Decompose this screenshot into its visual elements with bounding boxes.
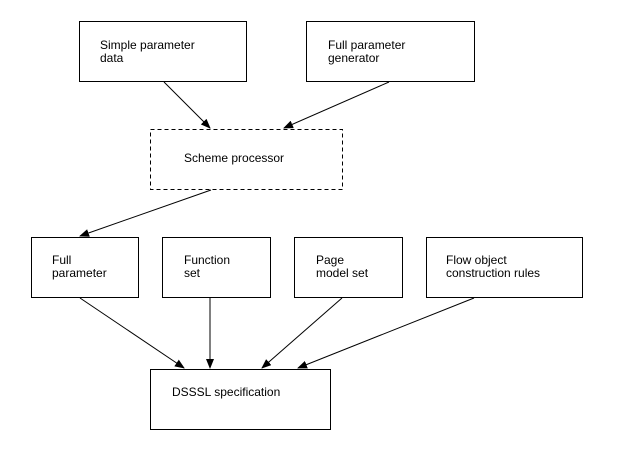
node-label-function-set-line-1: Function — [184, 253, 230, 267]
node-label-full-parameter-line-2: parameter — [52, 266, 107, 280]
node-box-scheme-processor — [150, 129, 343, 190]
node-label-flow-object-construction-rules-line-2: construction rules — [446, 266, 540, 280]
node-box-dsssl-specification — [150, 369, 331, 430]
node-box-full-parameter — [31, 237, 139, 298]
node-box-function-set — [162, 237, 271, 298]
node-label-flow-object-construction-rules-line-1: Flow object — [446, 253, 507, 267]
arrow-full-parameter-generator-to-scheme-processor — [283, 81, 390, 129]
arrow-flow-object-construction-rules-to-dsssl-specification — [297, 297, 475, 369]
arrow-simple-parameter-data-to-scheme-processor — [163, 81, 211, 129]
node-label-full-parameter-generator-line-2: generator — [328, 51, 379, 65]
node-label-function-set-line-2: set — [184, 266, 201, 280]
node-box-simple-parameter-data — [79, 21, 247, 82]
arrow-page-model-set-to-dsssl-specification — [261, 297, 343, 369]
node-label-dsssl-specification-line-1: DSSSL specification — [172, 385, 280, 399]
arrow-full-parameter-to-dsssl-specification — [79, 297, 185, 369]
node-box-page-model-set — [294, 237, 403, 298]
node-label-simple-parameter-data-line-2: data — [100, 51, 124, 65]
node-box-flow-object-construction-rules — [426, 237, 583, 298]
node-dsssl-specification: DSSSL specification — [150, 369, 331, 430]
node-label-full-parameter-line-1: Full — [52, 253, 71, 267]
node-label-page-model-set-line-1: Page — [316, 253, 344, 267]
node-label-page-model-set-line-2: model set — [316, 266, 369, 280]
node-box-full-parameter-generator — [306, 21, 475, 82]
node-label-simple-parameter-data-line-1: Simple parameter — [100, 38, 195, 52]
node-scheme-processor: Scheme processor — [150, 129, 343, 190]
arrow-scheme-processor-to-full-parameter — [79, 189, 212, 237]
node-label-full-parameter-generator-line-1: Full parameter — [328, 38, 405, 52]
node-label-scheme-processor-line-1: Scheme processor — [184, 151, 284, 165]
